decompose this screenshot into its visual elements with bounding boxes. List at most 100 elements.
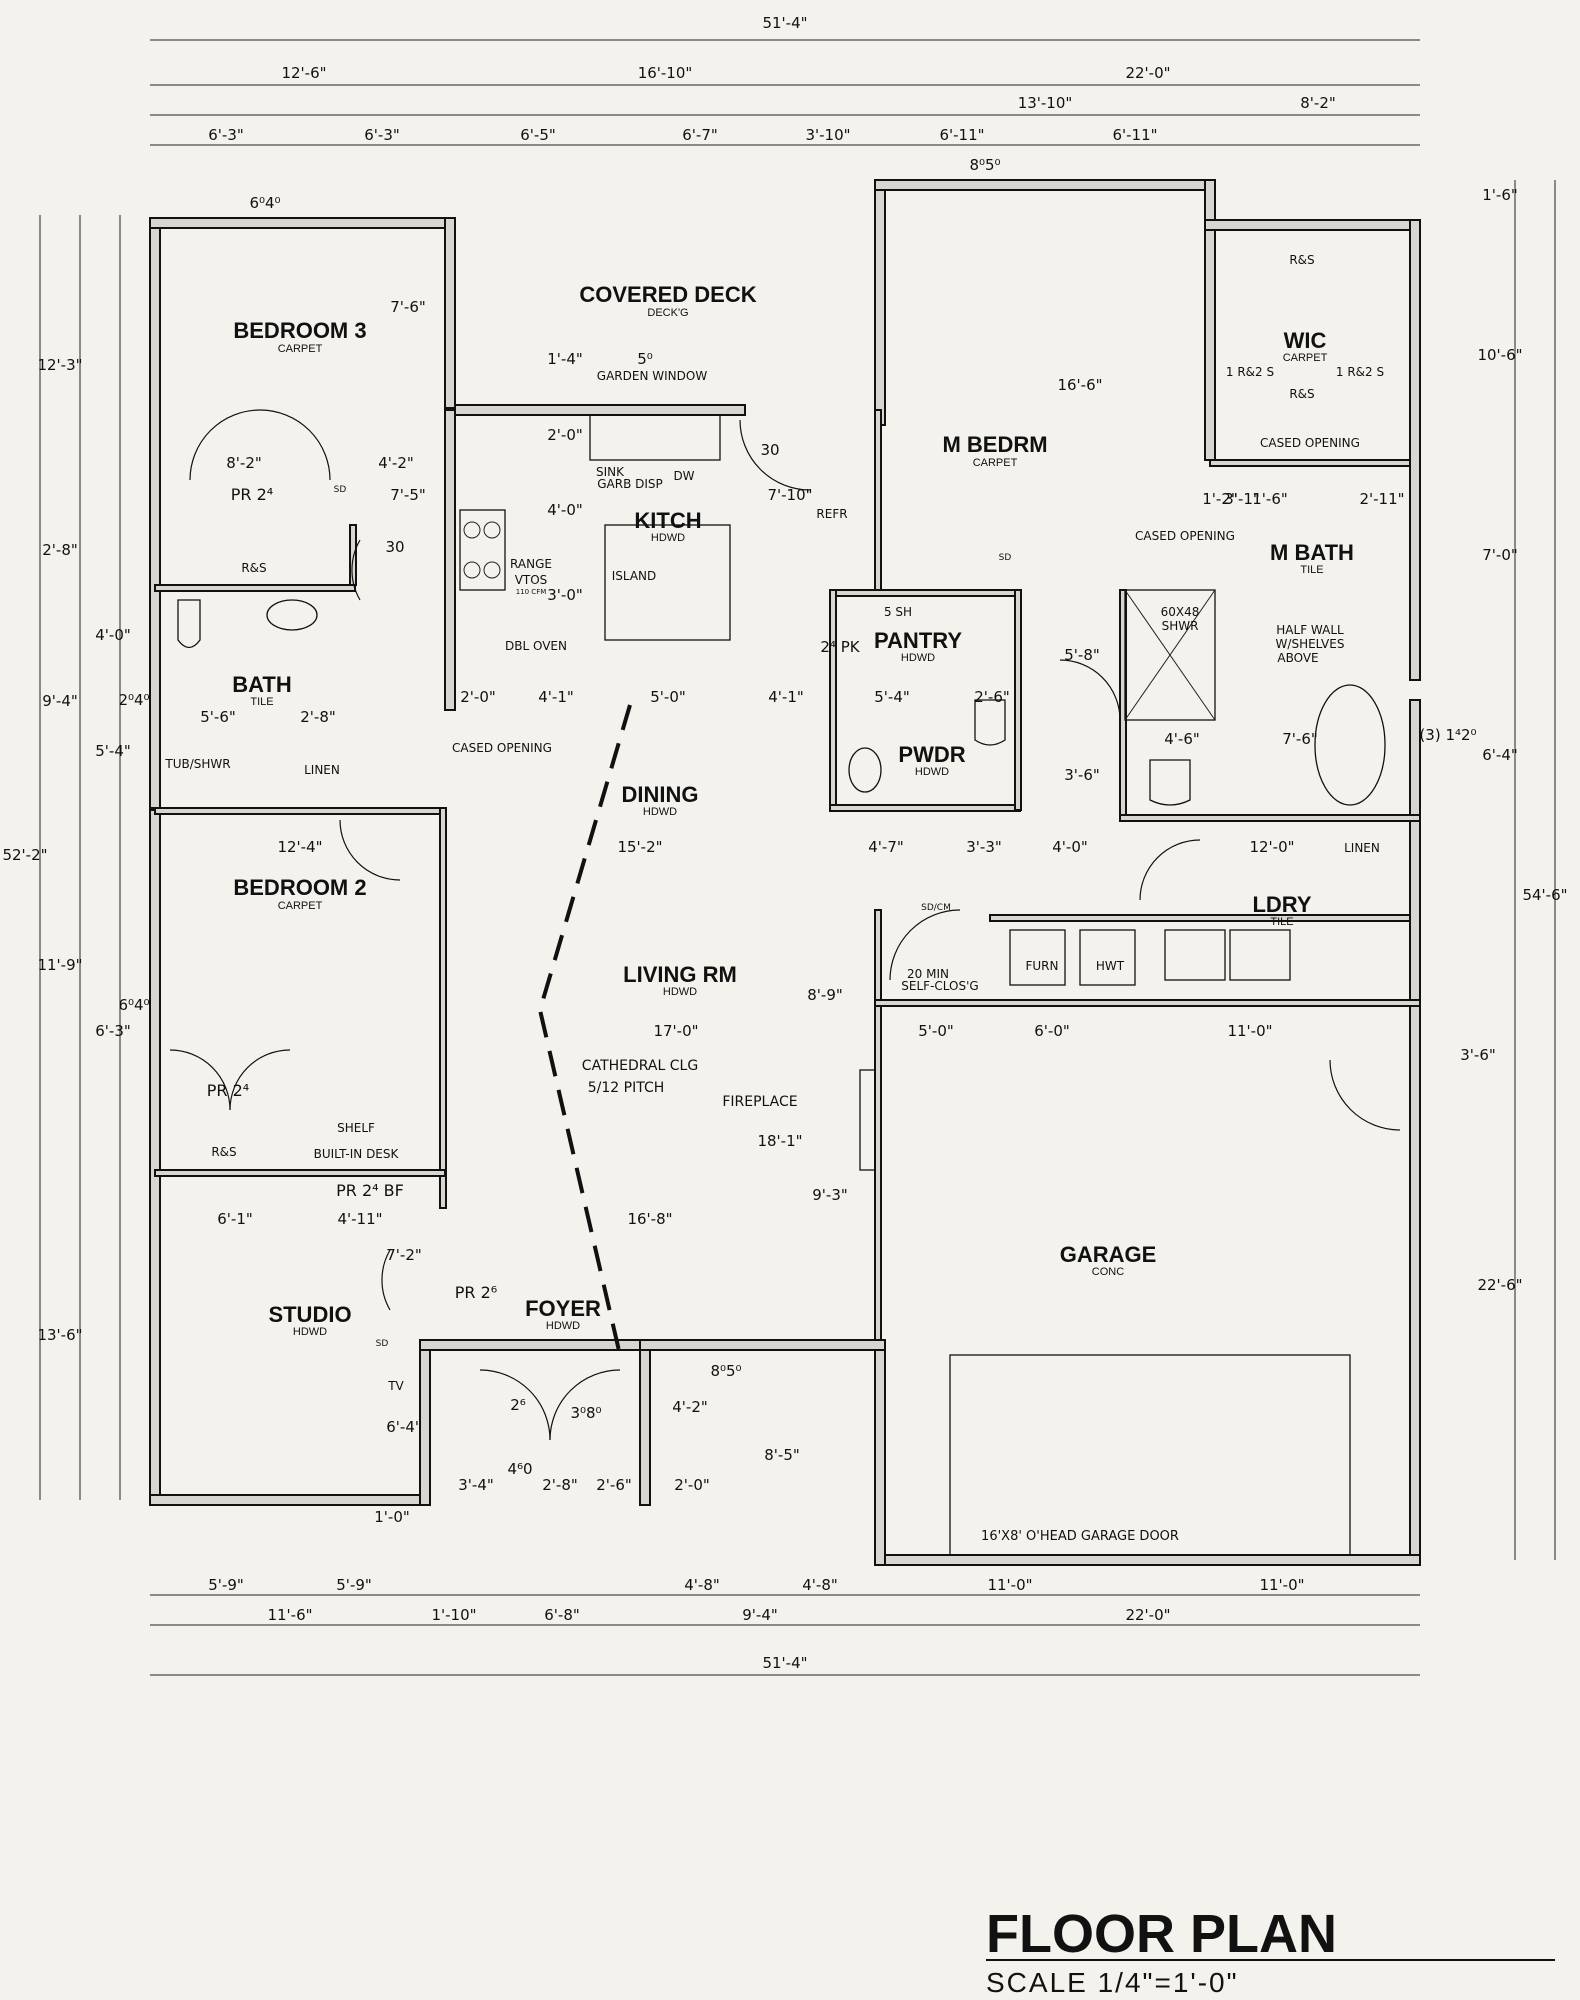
room-name-mbed: M BEDRM (942, 432, 1047, 457)
dim-label: 51'-4" (762, 1654, 807, 1672)
dim-label: 7'-6" (1282, 730, 1318, 748)
dim-label: 1'-6" (1482, 186, 1518, 204)
note: PR 2⁴ BF (336, 1181, 404, 1200)
note: 16'X8' O'HEAD GARAGE DOOR (981, 1529, 1179, 1544)
dim-label: (3) 1⁴2⁰ (1419, 726, 1476, 744)
dim-label: 3'-4" (458, 1476, 494, 1494)
note: CASED OPENING (452, 741, 552, 755)
dim-label: 17'-0" (653, 1022, 698, 1040)
dim-label: 54'-6" (1522, 886, 1567, 904)
dim-label: 6'-7" (682, 126, 718, 144)
dim-label: 3'-1" (1224, 490, 1260, 508)
dim-label: 15'-2" (617, 838, 662, 856)
dim-label: 4'-1" (538, 688, 574, 706)
plan-scale: SCALE 1/4"=1'-0" (986, 1967, 1239, 1998)
note: 5 SH (884, 605, 912, 619)
dim-label: 51'-4" (762, 14, 807, 32)
note: 5/12 PITCH (588, 1080, 665, 1096)
room-finish-wic: CARPET (1283, 352, 1328, 364)
dim-label: 4'-8" (684, 1576, 720, 1594)
dim-label: 2'-11" (1359, 490, 1404, 508)
dim-label: 8⁰5⁰ (969, 156, 1000, 174)
dim-label: 4'-0" (1052, 838, 1088, 856)
dim-label: 6'-11" (1112, 126, 1157, 144)
room-labels: BEDROOM 3 CARPET COVERED DECK DECK'G KIT… (232, 282, 1354, 1338)
note: DW (673, 469, 694, 483)
dim-label: 13'-10" (1018, 94, 1073, 112)
dim-label: 8'-2" (1300, 94, 1336, 112)
note: VTOS (515, 573, 548, 587)
room-name-pwdr: PWDR (898, 742, 965, 767)
dim-label: 7'-5" (390, 486, 426, 504)
dim-label: 12'-6" (281, 64, 326, 82)
dim-label: 5'-6" (200, 708, 236, 726)
dim-label: 5'-9" (336, 1576, 372, 1594)
dim-label: 6'-3" (95, 1022, 131, 1040)
dim-label: 52'-2" (2, 846, 47, 864)
room-name-bedroom3: BEDROOM 3 (233, 318, 366, 343)
dim-label: 2'-0" (674, 1476, 710, 1494)
note: REFR (816, 507, 847, 521)
dim-label: 11'-0" (1259, 1576, 1304, 1594)
dim-label: 3'-3" (966, 838, 1002, 856)
dim-label: 6⁰4⁰ (118, 996, 149, 1014)
note: SD (376, 1339, 389, 1349)
dim-label: 4'-2" (378, 454, 414, 472)
dim-label: 6'-4" (1482, 746, 1518, 764)
dim-label: 4'-8" (802, 1576, 838, 1594)
dim-label: 4'-2" (672, 1398, 708, 1416)
dim-label: 9'-4" (42, 692, 78, 710)
walls (149, 179, 1421, 1566)
room-name-foyer: FOYER (525, 1296, 601, 1321)
note: R&S (1289, 253, 1314, 267)
room-name-bath: BATH (232, 672, 291, 697)
room-finish-bath: TILE (250, 696, 273, 708)
note: LINEN (304, 763, 340, 777)
dimension-lines (39, 39, 1556, 1676)
room-name-mbath: M BATH (1270, 540, 1354, 565)
dim-label: 8⁰5⁰ (710, 1362, 741, 1380)
dim-label: 5'-4" (95, 742, 131, 760)
dim-label: 6⁰4⁰ (249, 194, 280, 212)
dim-label: 11'-0" (987, 1576, 1032, 1594)
dim-label: 4'-6" (1164, 730, 1200, 748)
note: TUB/SHWR (164, 757, 230, 771)
dim-label: 6'-3" (364, 126, 400, 144)
room-finish-kitch: HDWD (651, 532, 685, 544)
dim-label: 3'-6" (1064, 766, 1100, 784)
dim-label: 16'-8" (627, 1210, 672, 1228)
note: PR 2⁶ (455, 1283, 497, 1302)
room-finish-dining: HDWD (643, 806, 677, 818)
dim-label: 2⁴ PK (820, 638, 860, 656)
room-name-kitch: KITCH (634, 508, 701, 533)
fixtures (177, 414, 1386, 1556)
dim-label: 12'-4" (277, 838, 322, 856)
note: LINEN (1344, 841, 1380, 855)
note: PR 2⁴ (207, 1081, 249, 1100)
note: HWT (1096, 959, 1125, 973)
dim-label: 8'-5" (764, 1446, 800, 1464)
note: SD/CM (921, 903, 951, 913)
dim-label: 22'-0" (1125, 64, 1170, 82)
room-finish-mbed: CARPET (973, 457, 1018, 469)
note: 110 CFM (516, 588, 547, 596)
note: 60X48 (1161, 605, 1200, 619)
dim-label: 6'-1" (217, 1210, 253, 1228)
room-name-living: LIVING RM (623, 962, 737, 987)
dim-label: 6'-4" (386, 1418, 422, 1436)
dim-label: 6'-0" (1034, 1022, 1070, 1040)
dim-label: 10'-6" (1477, 346, 1522, 364)
dim-label: 16'-10" (638, 64, 693, 82)
note: 1 R&2 S (1336, 365, 1384, 379)
room-finish-pwdr: HDWD (915, 766, 949, 778)
room-name-deck: COVERED DECK (579, 282, 756, 307)
dim-label: 4⁶0 (507, 1460, 532, 1478)
dim-label: 6'-3" (208, 126, 244, 144)
note: 1 R&2 S (1226, 365, 1274, 379)
dim-label: 3⁰8⁰ (570, 1404, 601, 1422)
room-name-studio: STUDIO (268, 1302, 351, 1327)
note: W/SHELVES (1276, 637, 1345, 651)
dim-label: 7'-2" (386, 1246, 422, 1264)
room-finish-studio: HDWD (293, 1326, 327, 1338)
dim-label: 4'-11" (337, 1210, 382, 1228)
